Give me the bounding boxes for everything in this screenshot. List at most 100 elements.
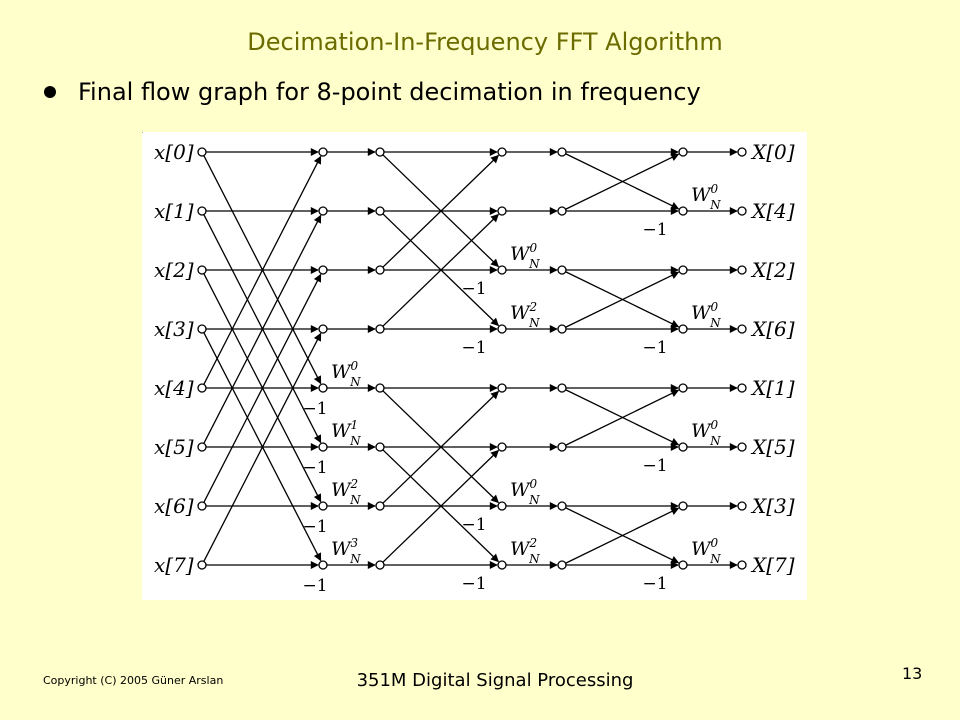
input-label: x[6] [154,494,194,518]
input-label: x[1] [154,199,194,223]
flow-node [497,442,507,452]
minus-one-label: −1 [642,574,667,594]
bullet-icon [44,86,56,98]
flow-node [737,147,747,157]
flow-node [497,501,507,511]
footer-copyright: Copyright (C) 2005 Güner Arslan [43,674,224,687]
flow-node [557,383,567,393]
stage1-cross-edge [203,273,322,503]
stage3-cross-edge [565,507,680,564]
flow-node [497,560,507,570]
flow-node [678,324,688,334]
flow-node [197,147,207,157]
flow-node [557,147,567,157]
slide-title: Decimation-In-Frequency FFT Algorithm [247,28,723,56]
minus-one-label: −1 [461,574,486,594]
flow-node [318,383,328,393]
flow-node [197,324,207,334]
output-label: X[7] [750,553,795,577]
flow-node [737,442,747,452]
output-label: X[1] [750,376,795,400]
flow-node [678,147,688,157]
flow-node [557,324,567,334]
output-label: X[4] [750,199,795,223]
flow-node [737,206,747,216]
flow-node [557,501,567,511]
flow-graph-svg: x[0]x[1]x[2]x[3]x[4]x[5]x[6]x[7]X[0]X[4]… [154,140,795,596]
flow-node [197,442,207,452]
minus-one-label: −1 [461,338,486,358]
output-label: X[5] [750,435,795,459]
stage1-cross-edge [203,214,322,444]
output-label: X[2] [750,258,795,282]
flow-node [197,501,207,511]
footer-course: 351M Digital Signal Processing [356,670,634,691]
input-label: x[3] [154,317,194,341]
flow-node [678,560,688,570]
flow-node [737,560,747,570]
flow-node [375,560,385,570]
flow-node [375,265,385,275]
flow-node [557,265,567,275]
output-label: X[6] [750,317,795,341]
minus-one-label: −1 [302,458,327,478]
flow-node [197,560,207,570]
flow-node [678,501,688,511]
input-label: x[0] [154,140,194,164]
flow-node [318,206,328,216]
stage1-cross-edge [203,332,322,562]
minus-one-label: −1 [642,338,667,358]
input-label: x[2] [154,258,194,282]
flow-node [497,383,507,393]
stage2-cross-edge [382,390,499,504]
flow-node [737,324,747,334]
flow-node [197,383,207,393]
flow-node [678,383,688,393]
stage2-cross-edge [382,213,499,327]
flow-node [497,265,507,275]
stage3-cross-edge [565,389,680,446]
stage3-cross-edge [565,271,680,328]
fft-flow-graph: x[0]x[1]x[2]x[3]x[4]x[5]x[6]x[7]X[0]X[4]… [142,132,807,600]
flow-node [497,206,507,216]
minus-one-label: −1 [302,576,327,596]
bullet-text: Final flow graph for 8-point decimation … [78,78,701,106]
input-label: x[5] [154,435,194,459]
flow-node [375,383,385,393]
flow-node [557,442,567,452]
input-label: x[7] [154,553,194,577]
flow-node [678,206,688,216]
minus-one-label: −1 [642,220,667,240]
stage2-cross-edge [382,449,499,563]
minus-one-label: −1 [302,399,327,419]
flow-node [678,265,688,275]
flow-node [197,265,207,275]
flow-node [737,265,747,275]
flow-node [497,324,507,334]
flow-node [497,147,507,157]
flow-node [318,265,328,275]
flow-node [375,442,385,452]
flow-node [318,147,328,157]
flow-node [375,501,385,511]
minus-one-label: −1 [642,456,667,476]
stage1-cross-edge [203,155,322,385]
flow-node [375,324,385,334]
bullet-item: Final flow graph for 8-point decimation … [44,78,701,106]
flow-node [375,147,385,157]
flow-node [375,206,385,216]
page-number: 13 [902,664,923,683]
flow-node [737,501,747,511]
flow-node [557,560,567,570]
flow-node [557,206,567,216]
